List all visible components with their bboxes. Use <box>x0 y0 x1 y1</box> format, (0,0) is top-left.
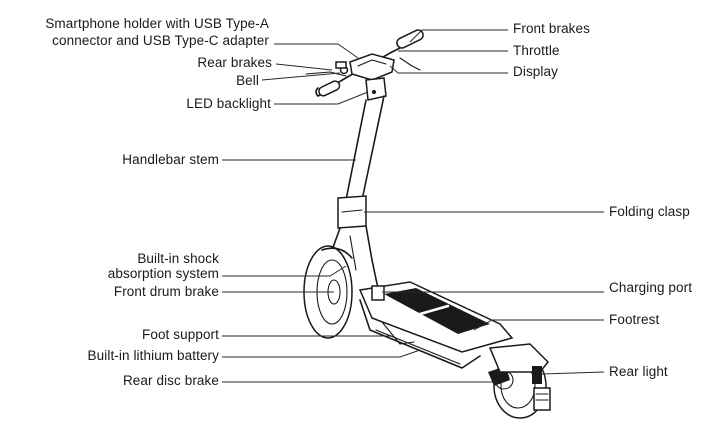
leader-lines <box>222 29 605 383</box>
foot-support <box>381 321 415 345</box>
label-phone-holder-line1: Smartphone holder with USB Type-A <box>45 16 269 31</box>
rear-light-shape <box>532 366 542 384</box>
leader-front-brakes <box>409 29 508 43</box>
label-front-brakes: Front brakes <box>513 21 590 36</box>
rear-brake-lever <box>305 71 347 77</box>
footrest-strip <box>418 304 450 316</box>
neck-detail <box>349 235 357 271</box>
label-folding-clasp: Folding clasp <box>609 204 690 219</box>
label-shock-line1: Built-in shock <box>137 251 219 266</box>
label-throttle: Throttle <box>513 43 560 58</box>
footrest-pad <box>384 288 490 334</box>
label-display: Display <box>513 64 558 79</box>
right-grip <box>396 29 424 49</box>
front-fender <box>321 247 353 259</box>
label-charging-port: Charging port <box>609 280 693 295</box>
label-front-drum-brake: Front drum brake <box>113 284 219 299</box>
plate-detail <box>535 393 549 401</box>
label-rear-disc-brake: Rear disc brake <box>122 373 219 388</box>
rear-fender <box>488 343 550 373</box>
label-rear-brakes: Rear brakes <box>197 55 272 70</box>
label-rear-light: Rear light <box>609 364 668 379</box>
label-footrest: Footrest <box>609 312 660 327</box>
leader-display <box>389 65 508 74</box>
label-shock-line2: absorption system <box>107 266 219 281</box>
charging-port-shape <box>371 285 385 301</box>
stem-right <box>361 95 385 201</box>
label-lithium-battery: Built-in lithium battery <box>87 348 219 363</box>
stem-left <box>345 99 367 201</box>
leader-bell <box>261 72 341 81</box>
leader-footrest <box>473 319 604 331</box>
display-housing <box>349 53 395 81</box>
label-bell: Bell <box>236 73 259 88</box>
leader-shock <box>222 265 347 277</box>
leader-phone-holder <box>274 43 359 59</box>
label-phone-holder-line2: connector and USB Type-C adapter <box>52 33 269 48</box>
scooter-body <box>303 29 551 419</box>
leader-led <box>274 91 369 105</box>
led-dot <box>372 90 376 94</box>
leader-rear-light <box>541 371 605 375</box>
leader-rear-brakes <box>275 63 333 71</box>
left-grip <box>315 87 335 97</box>
label-handlebar-stem: Handlebar stem <box>122 152 219 167</box>
clasp-lever <box>341 209 363 213</box>
left-grip-shape <box>318 80 341 97</box>
leader-battery <box>222 349 421 358</box>
display-screen <box>357 59 387 67</box>
label-led-backlight: LED backlight <box>186 96 271 111</box>
deck-side <box>359 299 481 369</box>
led-housing <box>365 77 387 101</box>
rear-mudguard-plate <box>533 387 551 411</box>
front-brake-lever <box>399 57 421 71</box>
label-foot-support: Foot support <box>142 327 219 342</box>
usb-holder <box>335 61 347 69</box>
